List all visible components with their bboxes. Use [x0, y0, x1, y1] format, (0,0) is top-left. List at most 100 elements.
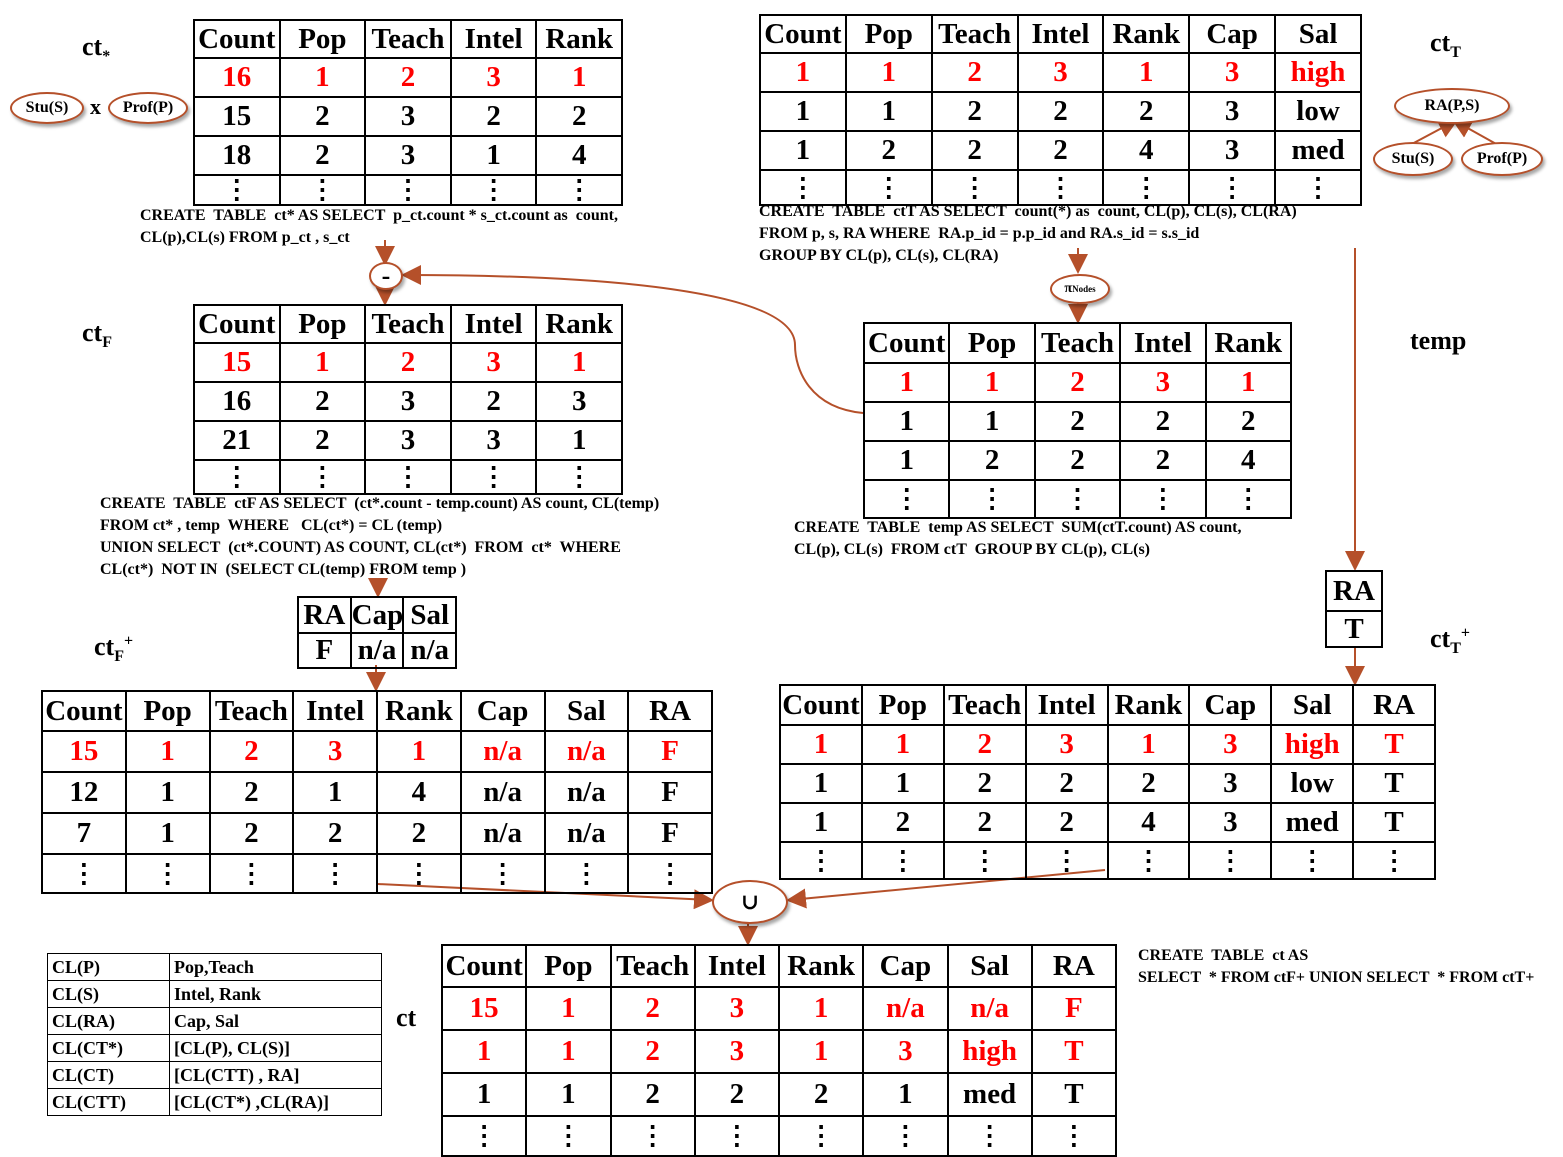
ellipsis-cell: ⋮	[1274, 169, 1362, 206]
ellipsis-cell: ⋮	[278, 174, 367, 206]
table-cell: n/a	[459, 812, 546, 855]
table-cell: 4	[1204, 440, 1293, 481]
table-cell: 2	[376, 812, 462, 855]
table-cell: 1	[440, 1072, 528, 1117]
ellipsis-cell: ⋮	[1188, 169, 1277, 206]
table-cell: n/a	[543, 730, 630, 773]
table-cell: F	[627, 771, 713, 814]
node-minus: -	[369, 261, 403, 290]
header-cell: Rank	[535, 19, 623, 59]
table-cell: 2	[208, 730, 295, 773]
header-cell: Intel	[1016, 14, 1105, 54]
header-cell: Cap	[1188, 14, 1277, 54]
table-cell: 1	[449, 135, 538, 176]
table-cell: 1	[948, 362, 1036, 403]
table-cell: F	[1030, 986, 1118, 1031]
header-cell: Rank	[376, 690, 462, 732]
table-cell: 2	[609, 986, 696, 1031]
table-cell: 2	[930, 130, 1019, 171]
header-cell: Intel	[292, 690, 378, 732]
table-cell: 16	[193, 57, 281, 98]
sql-line: CREATE TABLE temp AS SELECT SUM(ctT.coun…	[794, 519, 1242, 536]
label-ct-t: ctT	[1430, 28, 1461, 62]
table-cell: 18	[193, 135, 281, 176]
ellipsis-cell: ⋮	[278, 459, 367, 495]
table-cell: 1	[124, 812, 211, 855]
ellipsis-cell: ⋮	[292, 853, 378, 894]
header-cell: Teach	[364, 19, 452, 59]
header-cell: Teach	[930, 14, 1019, 54]
table-cell: 2	[449, 381, 538, 422]
table-cell: 2	[609, 1029, 696, 1074]
table-cell: 2	[1204, 401, 1293, 442]
ellipsis-cell: ⋮	[459, 853, 546, 894]
table-cell: 1	[376, 730, 462, 773]
ellipsis-row: ⋮⋮⋮⋮⋮	[193, 174, 623, 206]
table-cell: med	[1274, 130, 1362, 171]
table-cell: 2	[1119, 401, 1207, 442]
table-cell: 3	[364, 135, 452, 176]
cl-row: CL(CTT)[CL(CT*) ,CL(RA)]	[47, 1088, 382, 1116]
header-cell: Intel	[449, 304, 538, 344]
cl-key-cell: CL(CT)	[47, 1061, 170, 1089]
table-cell: 1	[525, 1072, 612, 1117]
table-cell: 2	[1016, 91, 1105, 132]
header-cell: RA	[627, 690, 713, 732]
table-cell: 1	[292, 771, 378, 814]
table-cell: 4	[376, 771, 462, 814]
table-cell: 2	[942, 724, 1027, 765]
ellipsis-cell: ⋮	[1352, 841, 1436, 880]
table-cell: n/a	[862, 986, 949, 1031]
cl-value-cell: Intel, Rank	[169, 980, 382, 1008]
table-cell: 1	[440, 1029, 528, 1074]
table-cell: 1	[844, 52, 933, 93]
ellipsis-cell: ⋮	[777, 1115, 865, 1157]
table-cell: 1	[535, 342, 623, 383]
table-cell: 3	[862, 1029, 949, 1074]
sql-ct-star: CREATE TABLE ct* AS SELECT p_ct.count * …	[140, 205, 618, 249]
header-cell: Pop	[860, 684, 945, 726]
sql-line: CL(p), CL(s) FROM ctT GROUP BY CL(p), CL…	[794, 541, 1150, 558]
header-cell: Pop	[278, 19, 367, 59]
ellipsis-cell: ⋮	[535, 174, 623, 206]
header-cell: Rank	[535, 304, 623, 344]
table-cell: 1	[1102, 52, 1191, 93]
ellipsis-row: ⋮⋮⋮⋮⋮	[193, 459, 623, 495]
ellipsis-cell: ⋮	[779, 841, 863, 880]
table-cell: 1	[278, 57, 367, 98]
header-cell: Intel	[449, 19, 538, 59]
edge-stu-ra	[1409, 119, 1459, 146]
table-cell: high	[946, 1029, 1033, 1074]
ellipsis-cell: ⋮	[525, 1115, 612, 1157]
table-cell: 2	[278, 381, 367, 422]
table-cell: n/a	[349, 632, 405, 669]
header-cell: Intel	[1119, 322, 1207, 364]
table-cell: 1	[278, 342, 367, 383]
ellipsis-cell: ⋮	[759, 169, 847, 206]
table-cell: 1	[1204, 362, 1293, 403]
table-cell: 1	[124, 771, 211, 814]
table-cell: T	[1352, 763, 1436, 804]
table-cell: 1	[759, 52, 847, 93]
table-cell: 1	[777, 1029, 865, 1074]
ellipsis-cell: ⋮	[627, 853, 713, 894]
table-cell: 3	[693, 986, 781, 1031]
sql-ct-t: CREATE TABLE ctT AS SELECT count(*) as c…	[759, 201, 1297, 267]
sql-line: UNION SELECT (ct*.COUNT) AS COUNT, CL(ct…	[100, 539, 621, 556]
table-cell: T	[1352, 802, 1436, 843]
